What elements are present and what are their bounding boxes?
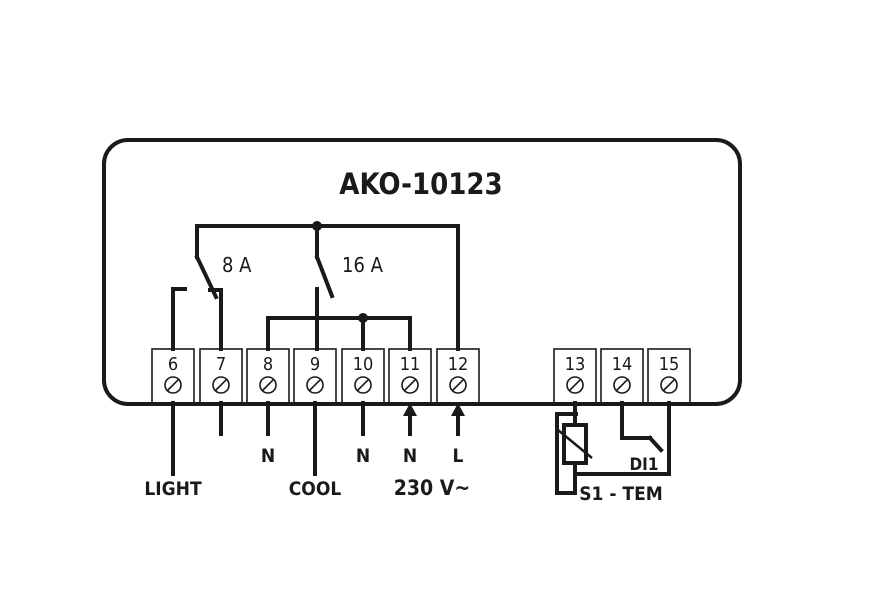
terminal-number: 8 (263, 354, 273, 375)
label-t8-neutral: N (261, 445, 275, 467)
screw-icon (212, 376, 230, 394)
screw-icon (401, 376, 419, 394)
screw-icon (259, 376, 277, 394)
lead-labels: N N N L LIGHT COOL 230 V~ DI1 S1 - TEM (144, 445, 662, 505)
screw-icon (354, 376, 372, 394)
terminal-number: 11 (400, 354, 421, 375)
relay1-rating: 8 A (222, 253, 252, 277)
arrow-up-icon (403, 403, 417, 416)
ntc-sensor-slash (557, 429, 593, 459)
screw-icon (660, 376, 678, 394)
relay1-nc-wire (171, 287, 187, 351)
terminal-number: 12 (448, 354, 469, 375)
terminal-number: 6 (168, 354, 178, 375)
terminal-number: 10 (353, 354, 374, 375)
label-light: LIGHT (144, 478, 202, 500)
label-sensor: S1 - TEM (579, 483, 663, 505)
relay1-no-wire (208, 288, 223, 351)
label-t12-live: L (453, 445, 464, 467)
screw-icon (306, 376, 324, 394)
arrow-up-icon (451, 403, 465, 416)
terminal-number: 9 (310, 354, 320, 375)
controller-housing (102, 138, 742, 406)
screw-icons (164, 376, 678, 394)
terminal-number: 7 (216, 354, 226, 375)
label-cool: COOL (289, 478, 342, 500)
relay-wiring (171, 221, 460, 351)
label-supply: 230 V~ (394, 476, 470, 500)
screw-icon (449, 376, 467, 394)
neutral-bus-wire (266, 316, 412, 351)
relay2-rating: 16 A (342, 253, 384, 277)
terminal-numbers: 6 7 8 9 10 11 12 13 14 15 (168, 354, 679, 375)
terminal-number: 15 (659, 354, 680, 375)
di1-switch (647, 435, 664, 453)
external-leads (171, 401, 465, 476)
label-t11-neutral: N (403, 445, 417, 467)
di1-wire (620, 401, 652, 440)
sensor-wiring (555, 401, 671, 495)
relay2-contact (314, 254, 335, 299)
common-return-wire (575, 401, 671, 476)
screw-icon (164, 376, 182, 394)
label-t10-neutral: N (356, 445, 370, 467)
common-bus-wire (195, 224, 460, 351)
label-di1: DI1 (629, 455, 658, 475)
terminal-number: 13 (565, 354, 586, 375)
screw-icon (566, 376, 584, 394)
screw-icon (613, 376, 631, 394)
terminal-number: 14 (612, 354, 633, 375)
model-title: AKO-10123 (339, 167, 502, 201)
